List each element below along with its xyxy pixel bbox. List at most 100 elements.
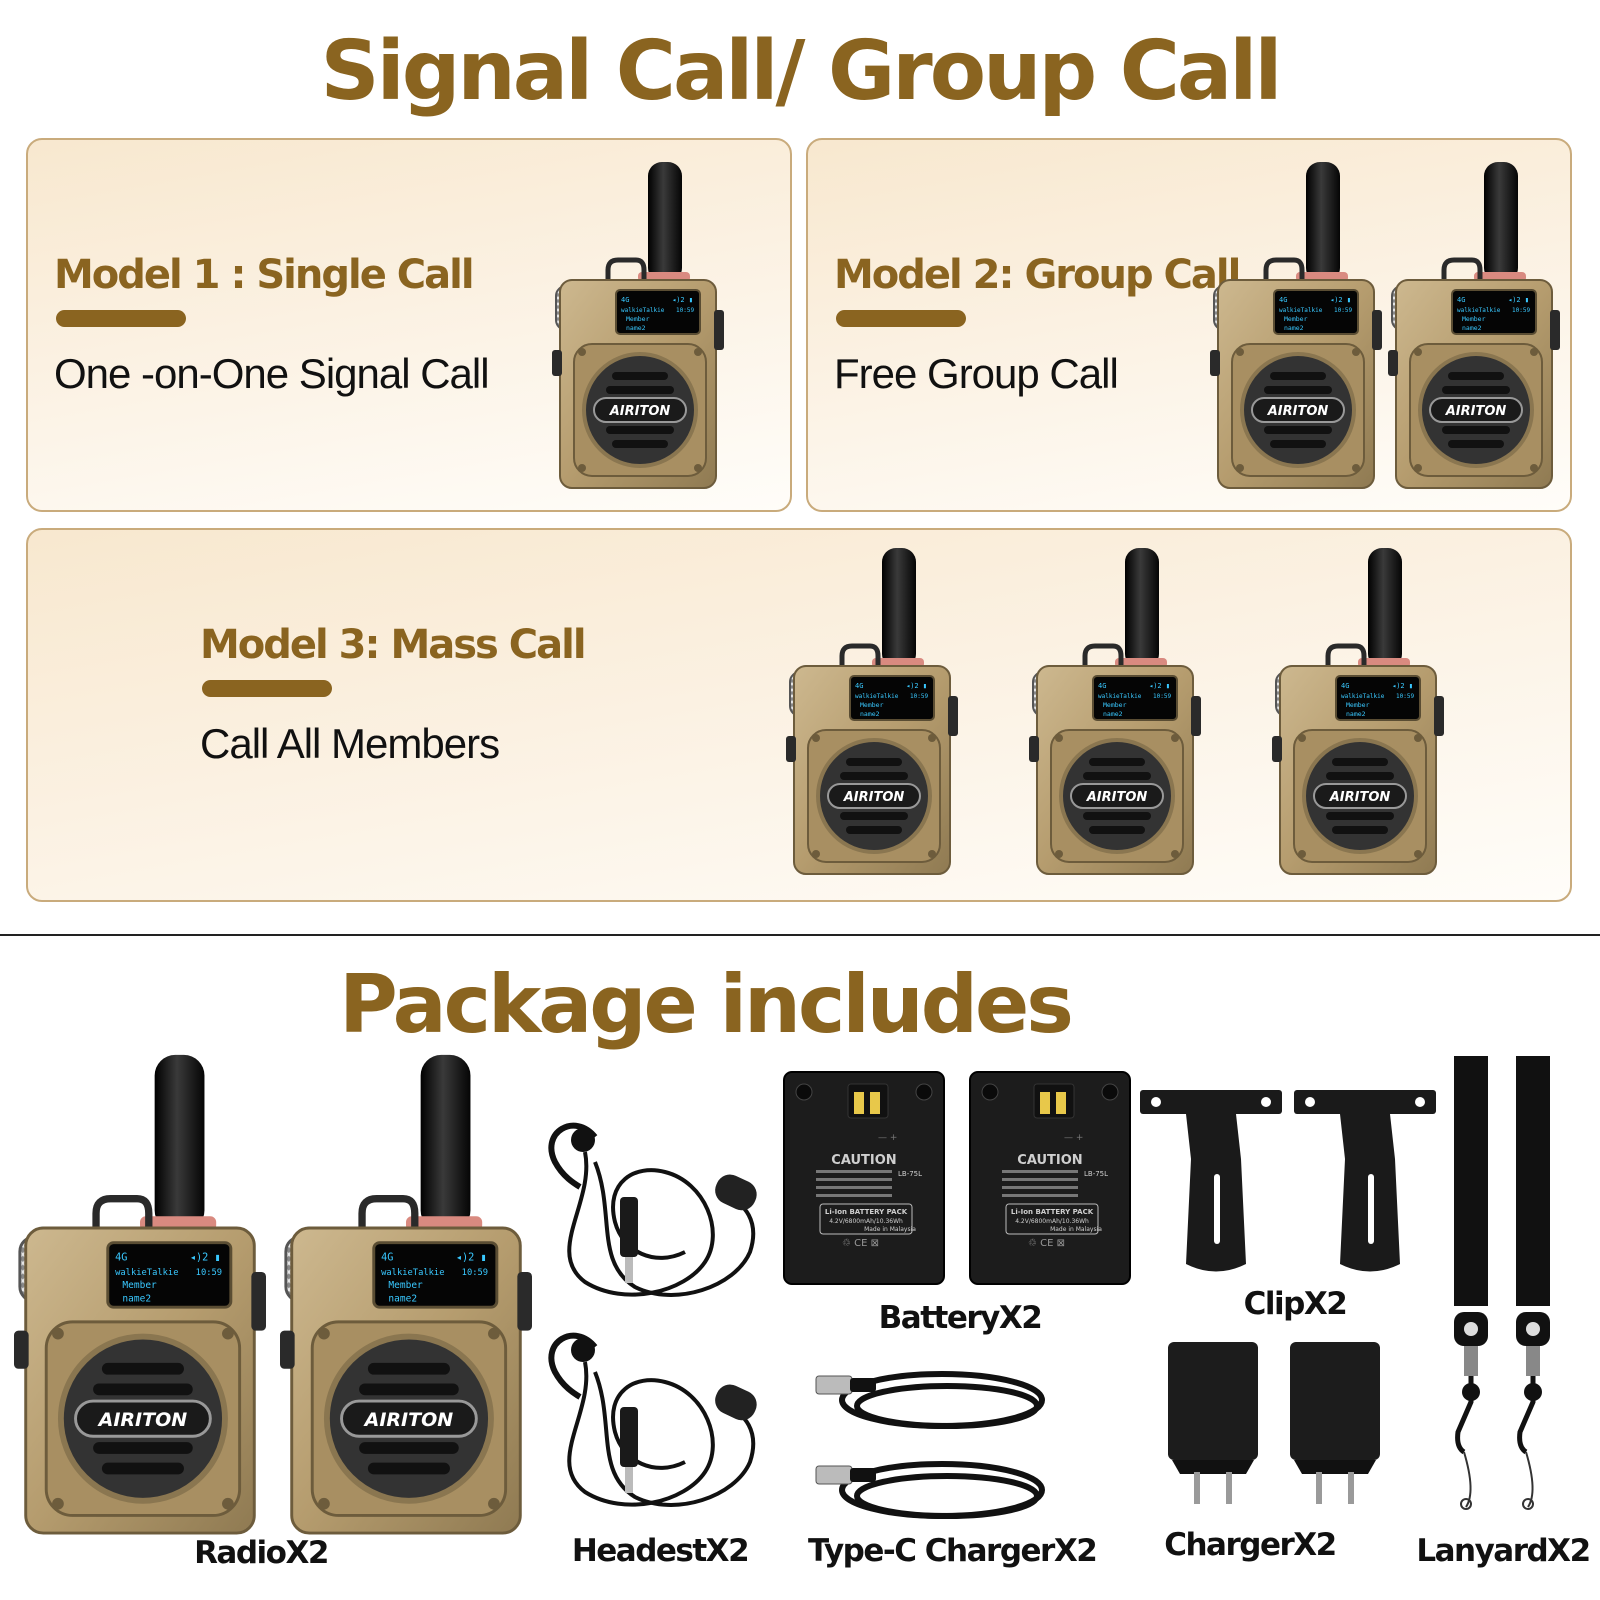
walkie-talkie-image: 4G ◂)2 ▮ walkieTalkie 10:59 Member name2… <box>1272 546 1444 876</box>
item-label-charger: ChargerX2 <box>1164 1527 1337 1563</box>
svg-text:♲ CE ⊠: ♲ CE ⊠ <box>842 1238 879 1249</box>
battery-icon: — + CAUTION LB-75L Li-Ion BATTERY PACK 4… <box>968 1070 1132 1286</box>
screen-line2: Member <box>1103 701 1127 709</box>
screen-line2: Member <box>1284 315 1308 323</box>
radio-brand: AIRITON <box>1086 790 1148 805</box>
battery-pack: Li-Ion BATTERY PACK <box>825 1208 908 1216</box>
screen-line1: walkieTalkie <box>1098 693 1142 700</box>
package-title: Package includes <box>339 958 1074 1051</box>
radio-brand: AIRITON <box>843 790 905 805</box>
screen-volume: ◂)2 ▮ <box>190 1251 221 1263</box>
item-label-lanyard: LanyardX2 <box>1416 1533 1591 1569</box>
screen-time: 10:59 <box>1334 307 1352 314</box>
screen-volume: ◂)2 ▮ <box>1149 682 1170 690</box>
walkie-talkie-image: 4G ◂)2 ▮ walkieTalkie 10:59 Member name2… <box>1388 160 1560 490</box>
battery-caution: CAUTION <box>1017 1153 1082 1168</box>
model-2-title: Model 2: Group Call <box>834 252 1241 298</box>
screen-volume: ◂)2 ▮ <box>672 296 693 304</box>
radio-brand: AIRITON <box>1445 404 1507 419</box>
charger-icon <box>1286 1338 1386 1508</box>
screen-signal: 4G <box>1457 296 1465 304</box>
screen-line2: Member <box>388 1280 423 1291</box>
screen-line3: name2 <box>1103 710 1123 718</box>
battery-model: LB-75L <box>898 1170 922 1178</box>
walkie-talkie-image: 4G ◂)2 ▮ walkieTalkie 10:59 Member name2… <box>552 160 724 490</box>
item-label-radio: RadioX2 <box>194 1535 329 1571</box>
screen-volume: ◂)2 ▮ <box>1508 296 1529 304</box>
screen-line3: name2 <box>860 710 880 718</box>
radio-brand: AIRITON <box>1329 790 1391 805</box>
screen-time: 10:59 <box>1396 693 1414 700</box>
screen-line1: walkieTalkie <box>115 1268 178 1278</box>
model-2-underline <box>836 310 966 327</box>
model-3-underline <box>202 680 332 697</box>
walkie-talkie-image: 4G ◂)2 ▮ walkieTalkie 10:59 Member name2… <box>1029 546 1201 876</box>
screen-volume: ◂)2 ▮ <box>1330 296 1351 304</box>
battery-spec: 4.2V/6800mAh/10.36Wh <box>1015 1218 1089 1225</box>
belt-clip-icon <box>1136 1084 1286 1284</box>
screen-line1: walkieTalkie <box>1279 307 1323 314</box>
usb-cable-icon <box>812 1360 1058 1540</box>
battery-model: LB-75L <box>1084 1170 1108 1178</box>
walkie-talkie-image: 4G ◂)2 ▮ walkieTalkie 10:59 Member name2… <box>786 546 958 876</box>
svg-text:— +: — + <box>878 1133 897 1143</box>
battery-caution: CAUTION <box>831 1153 896 1168</box>
screen-line1: walkieTalkie <box>381 1268 444 1278</box>
walkie-talkie-image: 4G ◂)2 ▮ walkieTalkie 10:59 Member name2… <box>280 1052 532 1536</box>
screen-signal: 4G <box>1341 682 1349 690</box>
charger-icon <box>1164 1338 1264 1508</box>
screen-time: 10:59 <box>676 307 694 314</box>
battery-origin: Made in Malaysia <box>1050 1226 1102 1233</box>
screen-signal: 4G <box>1098 682 1106 690</box>
screen-time: 10:59 <box>1512 307 1530 314</box>
screen-signal: 4G <box>381 1251 393 1263</box>
screen-line2: Member <box>626 315 650 323</box>
screen-time: 10:59 <box>196 1268 222 1278</box>
screen-volume: ◂)2 ▮ <box>1392 682 1413 690</box>
screen-line3: name2 <box>1284 324 1304 332</box>
model-1-underline <box>56 310 186 327</box>
battery-icon: — + CAUTION LB-75L Li-Ion BATTERY PACK 4… <box>782 1070 946 1286</box>
belt-clip-icon <box>1290 1084 1440 1284</box>
headset-icon <box>535 1302 785 1522</box>
screen-line1: walkieTalkie <box>855 693 899 700</box>
screen-line3: name2 <box>122 1293 151 1304</box>
walkie-talkie-image: 4G ◂)2 ▮ walkieTalkie 10:59 Member name2… <box>1210 160 1382 490</box>
section-divider <box>0 934 1600 936</box>
screen-time: 10:59 <box>1153 693 1171 700</box>
radio-brand: AIRITON <box>363 1409 454 1431</box>
model-2-description: Free Group Call <box>834 350 1119 397</box>
screen-line3: name2 <box>626 324 646 332</box>
radio-brand: AIRITON <box>609 404 671 419</box>
screen-line3: name2 <box>1462 324 1482 332</box>
page-title: Signal Call/ Group Call <box>320 24 1283 119</box>
screen-time: 10:59 <box>910 693 928 700</box>
screen-line1: walkieTalkie <box>1457 307 1501 314</box>
model-1-description: One -on-One Signal Call <box>54 350 490 397</box>
item-label-headset: HeadestX2 <box>571 1533 750 1569</box>
screen-line2: Member <box>1462 315 1486 323</box>
screen-volume: ◂)2 ▮ <box>456 1251 487 1263</box>
screen-time: 10:59 <box>462 1268 488 1278</box>
item-label-battery: BatteryX2 <box>878 1300 1043 1336</box>
screen-line2: Member <box>122 1280 157 1291</box>
radio-brand: AIRITON <box>97 1409 188 1431</box>
screen-volume: ◂)2 ▮ <box>906 682 927 690</box>
walkie-talkie-image: 4G ◂)2 ▮ walkieTalkie 10:59 Member name2… <box>14 1052 266 1536</box>
screen-signal: 4G <box>621 296 629 304</box>
model-1-title: Model 1 : Single Call <box>54 252 475 298</box>
headset-icon <box>535 1092 785 1312</box>
screen-line1: walkieTalkie <box>621 307 665 314</box>
screen-line3: name2 <box>1346 710 1366 718</box>
model-3-title: Model 3: Mass Call <box>200 622 587 668</box>
screen-line2: Member <box>1346 701 1370 709</box>
screen-line2: Member <box>860 701 884 709</box>
model-3-description: Call All Members <box>200 720 500 767</box>
svg-text:— +: — + <box>1064 1133 1083 1143</box>
lanyard-icon <box>1446 1052 1596 1512</box>
battery-spec: 4.2V/6800mAh/10.36Wh <box>829 1218 903 1225</box>
battery-origin: Made in Malaysia <box>864 1226 916 1233</box>
radio-brand: AIRITON <box>1267 404 1329 419</box>
screen-signal: 4G <box>115 1251 127 1263</box>
battery-pack: Li-Ion BATTERY PACK <box>1011 1208 1094 1216</box>
